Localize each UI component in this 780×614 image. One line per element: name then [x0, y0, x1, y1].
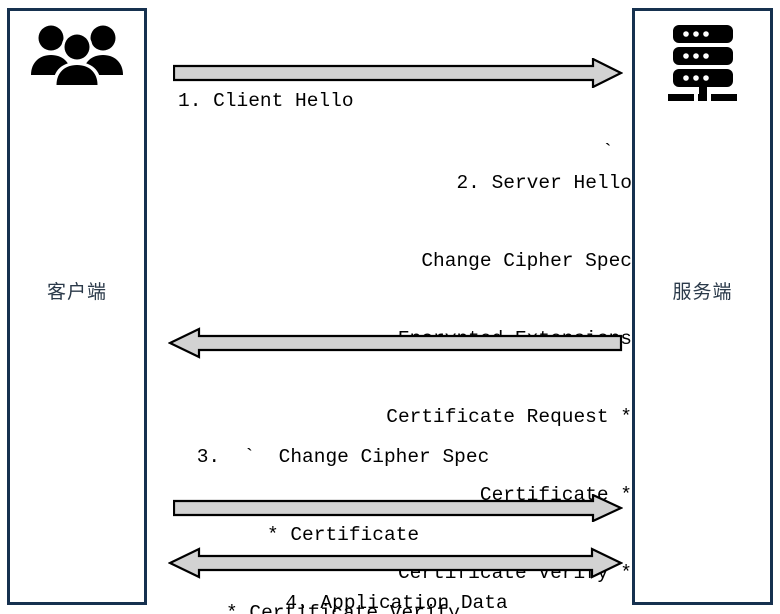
- server-icon-wrap: [635, 23, 770, 113]
- message-1-text: 1. Client Hello: [178, 36, 618, 166]
- server-rack-icon: [665, 23, 741, 108]
- message-2-line-1: 2. Server Hello: [456, 172, 632, 194]
- message-4-text: 4. Application Data: [173, 538, 620, 614]
- message-3-line-2: * Certificate: [266, 524, 420, 546]
- message-4-line-1: 4. Application Data: [285, 592, 508, 614]
- message-2-line-2: Change Cipher Spec: [421, 250, 632, 272]
- client-label: 客户端: [46, 282, 107, 303]
- server-endpoint-box: 服务端: [632, 8, 773, 605]
- users-group-icon: [29, 23, 125, 90]
- message-3-right-arrow: [173, 494, 623, 522]
- message-4-double-arrow: [168, 546, 623, 580]
- message-1-right-arrow: [173, 58, 623, 88]
- client-endpoint-box: 客户端: [7, 8, 147, 605]
- message-3-line-1: 3. ` Change Cipher Spec: [196, 446, 490, 468]
- message-2-left-arrow: [168, 327, 623, 359]
- server-label: 服务端: [672, 282, 733, 303]
- client-icon-wrap: [10, 23, 144, 113]
- message-2-tick-mark: `: [602, 141, 614, 163]
- message-2-line-4: Certificate Request *: [386, 406, 632, 428]
- message-3-line-3: * Certificate Verify: [225, 602, 461, 614]
- message-3-text: 3. ` Change Cipher Spec * Certificate * …: [173, 392, 513, 614]
- message-1-line-1: 1. Client Hello: [178, 90, 354, 112]
